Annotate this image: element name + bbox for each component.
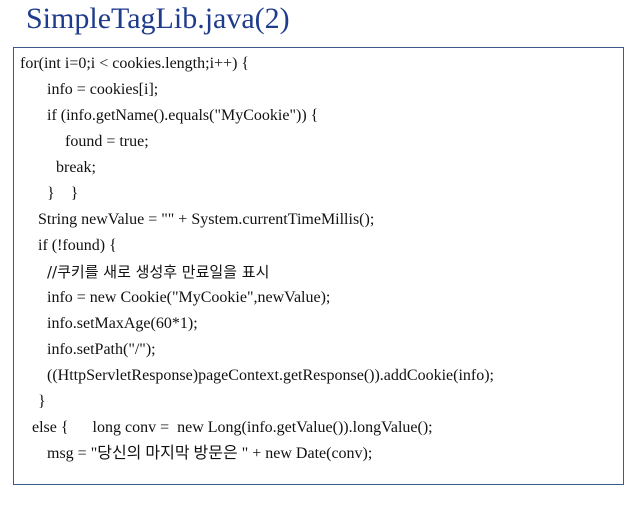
code-line-2: info = cookies[i];	[47, 81, 159, 98]
code-line-1: for(int i=0;i < cookies.length;i++) {	[20, 55, 250, 72]
code-line-11: info.setMaxAge(60*1);	[47, 315, 198, 332]
code-line-9: //쿠키를 새로 생성후 만료일을 표시	[47, 263, 270, 281]
code-line-3: if (info.getName().equals("MyCookie")) {	[47, 107, 319, 124]
slide-title: SimpleTagLib.java(2)	[26, 2, 290, 35]
code-line-8: if (!found) {	[38, 237, 117, 254]
code-line-12: info.setPath("/");	[47, 341, 156, 358]
code-line-4: found = true;	[65, 133, 149, 150]
code-line-13: ((HttpServletResponse)pageContext.getRes…	[47, 367, 494, 384]
code-line-15: else { long conv = new Long(info.getValu…	[32, 419, 433, 436]
code-line-5: break;	[56, 159, 96, 176]
code-line-10: info = new Cookie("MyCookie",newValue);	[47, 289, 331, 306]
code-box: for(int i=0;i < cookies.length;i++) { in…	[13, 47, 624, 485]
code-line-6: } }	[47, 185, 79, 202]
code-line-14: }	[38, 393, 46, 410]
code-line-16: msg = "당신의 마지막 방문은 " + new Date(conv);	[47, 445, 373, 462]
code-line-7: String newValue = "" + System.currentTim…	[38, 211, 375, 228]
